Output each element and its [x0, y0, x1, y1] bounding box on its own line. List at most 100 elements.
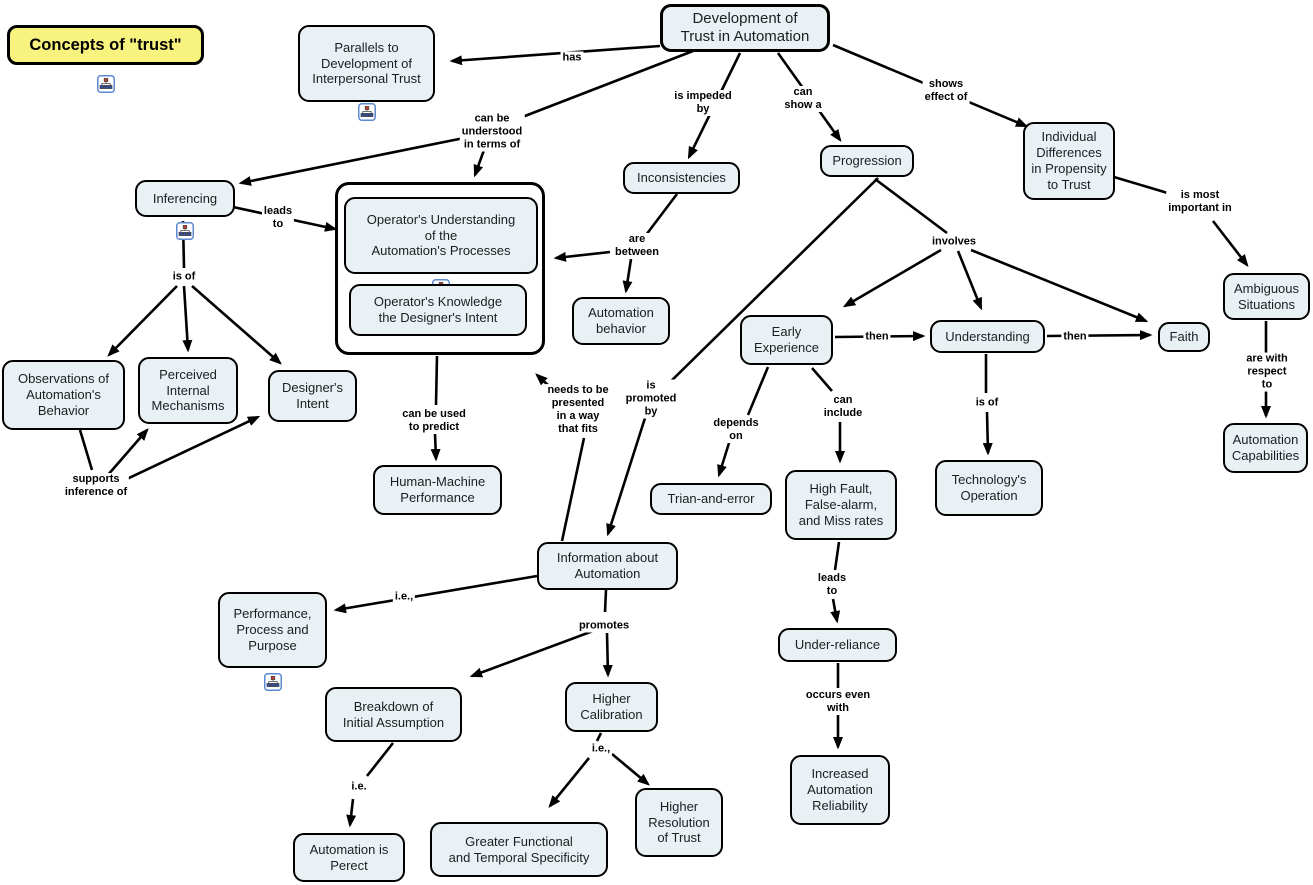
- connector-can-be-used-stem: [434, 355, 439, 406]
- connector-involves-stem: [874, 177, 948, 235]
- link-label-ie-2[interactable]: i.e.,: [589, 742, 613, 756]
- connector-is-of-observations: [107, 285, 178, 357]
- connector-promotes-calibration: [602, 632, 613, 678]
- connector-involves-understanding: [956, 250, 983, 311]
- node-operator-knowledge[interactable]: Operator's Knowledge the Designer's Inte…: [349, 284, 527, 336]
- connector-between-behavior: [622, 258, 633, 294]
- node-under-reliance[interactable]: Under-reliance: [778, 628, 897, 662]
- connector-is-of-designers-intent: [191, 285, 282, 365]
- node-technologys-operation[interactable]: Technology's Operation: [935, 460, 1043, 516]
- link-label-can-be-used-to-predict[interactable]: can be used to predict: [400, 408, 468, 434]
- link-label-can-show-a[interactable]: can show a: [782, 86, 824, 112]
- node-designers-intent[interactable]: Designer's Intent: [268, 370, 357, 422]
- connector-ie-2-resolution: [611, 753, 650, 786]
- connector-depends-stem: [746, 366, 770, 416]
- link-label-supports-inference-of[interactable]: supports inference of: [62, 473, 130, 499]
- connector-is-of-technology: [982, 411, 993, 456]
- link-label-are-between[interactable]: are between: [612, 233, 662, 259]
- submap-icon[interactable]: [357, 87, 376, 121]
- link-label-is-impeded-by[interactable]: is impeded by: [672, 90, 734, 116]
- connector-can-be-understood-stem: [511, 49, 694, 123]
- connector-supports-perceived: [106, 428, 149, 477]
- node-breakdown[interactable]: Breakdown of Initial Assumption: [325, 687, 462, 742]
- connector-leads-to-2: [830, 598, 841, 624]
- connector-has: [449, 44, 661, 66]
- link-label-are-with-respect-to[interactable]: are with respect to: [1244, 352, 1290, 392]
- submap-icon[interactable]: [96, 55, 115, 94]
- link-label-is-most-important-in[interactable]: is most important in: [1166, 189, 1234, 215]
- map-title-label: Concepts of "trust": [29, 35, 182, 54]
- node-operator-understanding[interactable]: Operator's Understanding of the Automati…: [344, 197, 538, 297]
- connector-between-operator: [553, 250, 611, 262]
- connector-needs-stem: [560, 437, 586, 542]
- submap-icon[interactable]: [263, 657, 282, 691]
- node-observations[interactable]: Observations of Automation's Behavior: [2, 360, 125, 430]
- connector-understood-to-inferencing: [238, 136, 465, 186]
- node-automation-behavior[interactable]: Automation behavior: [572, 297, 670, 345]
- link-label-involves[interactable]: involves: [929, 235, 979, 249]
- link-label-is-of-inferencing[interactable]: is of: [170, 270, 198, 284]
- node-individual-differences[interactable]: Individual Differences in Propensity to …: [1023, 122, 1115, 200]
- link-label-has[interactable]: has: [560, 51, 584, 65]
- connector-most-important-in: [1211, 220, 1249, 267]
- node-human-machine[interactable]: Human-Machine Performance: [373, 465, 502, 515]
- node-development[interactable]: Development of Trust in Automation: [660, 4, 830, 52]
- connector-ie-2-stem: [595, 732, 603, 742]
- node-ambiguous-situations[interactable]: Ambiguous Situations: [1223, 273, 1310, 320]
- node-automation-is-perect[interactable]: Automation is Perect: [293, 833, 405, 882]
- node-high-fault[interactable]: High Fault, False-alarm, and Miss rates: [785, 470, 897, 540]
- node-progression[interactable]: Progression: [820, 145, 914, 177]
- link-label-can-include[interactable]: can include: [821, 394, 865, 420]
- node-operator-understanding-label: Operator's Understanding of the Automati…: [366, 211, 516, 259]
- submap-icon[interactable]: [432, 263, 450, 297]
- node-inferencing-label: Inferencing: [152, 190, 218, 206]
- node-higher-resolution[interactable]: Higher Resolution of Trust: [635, 788, 723, 857]
- link-label-is-promoted-by[interactable]: is promoted by: [623, 379, 679, 419]
- node-information-about[interactable]: Information about Automation: [537, 542, 678, 590]
- link-label-depends-on[interactable]: depends on: [711, 417, 761, 443]
- link-label-then-1[interactable]: then: [863, 330, 891, 344]
- connector-can-be-used-to-predict: [430, 433, 441, 462]
- link-label-promotes[interactable]: promotes: [576, 619, 632, 633]
- link-label-is-of-understanding[interactable]: is of: [973, 396, 1001, 410]
- connector-involves-early: [842, 248, 942, 308]
- node-early-experience[interactable]: Early Experience: [740, 315, 833, 365]
- link-label-ie-1[interactable]: i.e.,: [392, 590, 416, 604]
- node-performance-process-label: Performance, Process and Purpose: [233, 606, 312, 653]
- link-label-needs-to-be-presented[interactable]: needs to be presented in a way that fits: [545, 384, 611, 436]
- link-label-leads-to-2[interactable]: leads to: [815, 572, 849, 598]
- connector-depends-on: [717, 442, 731, 478]
- node-performance-process[interactable]: Performance, Process and Purpose: [218, 592, 327, 691]
- link-label-can-be-understood[interactable]: can be understood in terms of: [459, 112, 525, 152]
- map-title-node[interactable]: Concepts of "trust": [7, 25, 204, 94]
- connector-ie-3: [346, 798, 357, 828]
- node-perceived[interactable]: Perceived Internal Mechanisms: [138, 357, 238, 424]
- link-label-occurs-even-with[interactable]: occurs even with: [803, 689, 873, 715]
- link-label-then-2[interactable]: then: [1061, 330, 1089, 344]
- connector-is-promoted-by: [606, 417, 647, 537]
- node-parallels-label: Parallels to Development of Interpersona…: [312, 39, 421, 87]
- connector-is-of-perceived: [182, 285, 193, 353]
- node-parallels[interactable]: Parallels to Development of Interpersona…: [298, 25, 435, 121]
- connector-ie-2-greater: [548, 757, 591, 808]
- link-label-leads-to[interactable]: leads to: [261, 205, 295, 231]
- node-understanding[interactable]: Understanding: [930, 320, 1045, 353]
- connector-understood-to-operator: [473, 149, 486, 178]
- connector-supports-stem: [78, 429, 94, 471]
- node-higher-calibration[interactable]: Higher Calibration: [565, 682, 658, 732]
- connector-leads-to-2-stem: [833, 541, 841, 571]
- connector-promotes-breakdown: [469, 629, 594, 678]
- link-label-ie-3[interactable]: i.e.: [349, 780, 369, 794]
- node-trian-and-error[interactable]: Trian-and-error: [650, 483, 772, 515]
- link-label-shows-effect-of[interactable]: shows effect of: [922, 78, 970, 104]
- node-increased-automation[interactable]: Increased Automation Reliability: [790, 755, 890, 825]
- connector-can-include-stem: [811, 367, 833, 392]
- node-automation-capabilities[interactable]: Automation Capabilities: [1223, 423, 1308, 473]
- node-greater-functional[interactable]: Greater Functional and Temporal Specific…: [430, 822, 608, 877]
- node-faith[interactable]: Faith: [1158, 322, 1210, 352]
- submap-icon[interactable]: [176, 206, 194, 240]
- node-inferencing[interactable]: Inferencing: [135, 180, 235, 240]
- node-inconsistencies[interactable]: Inconsistencies: [623, 162, 740, 194]
